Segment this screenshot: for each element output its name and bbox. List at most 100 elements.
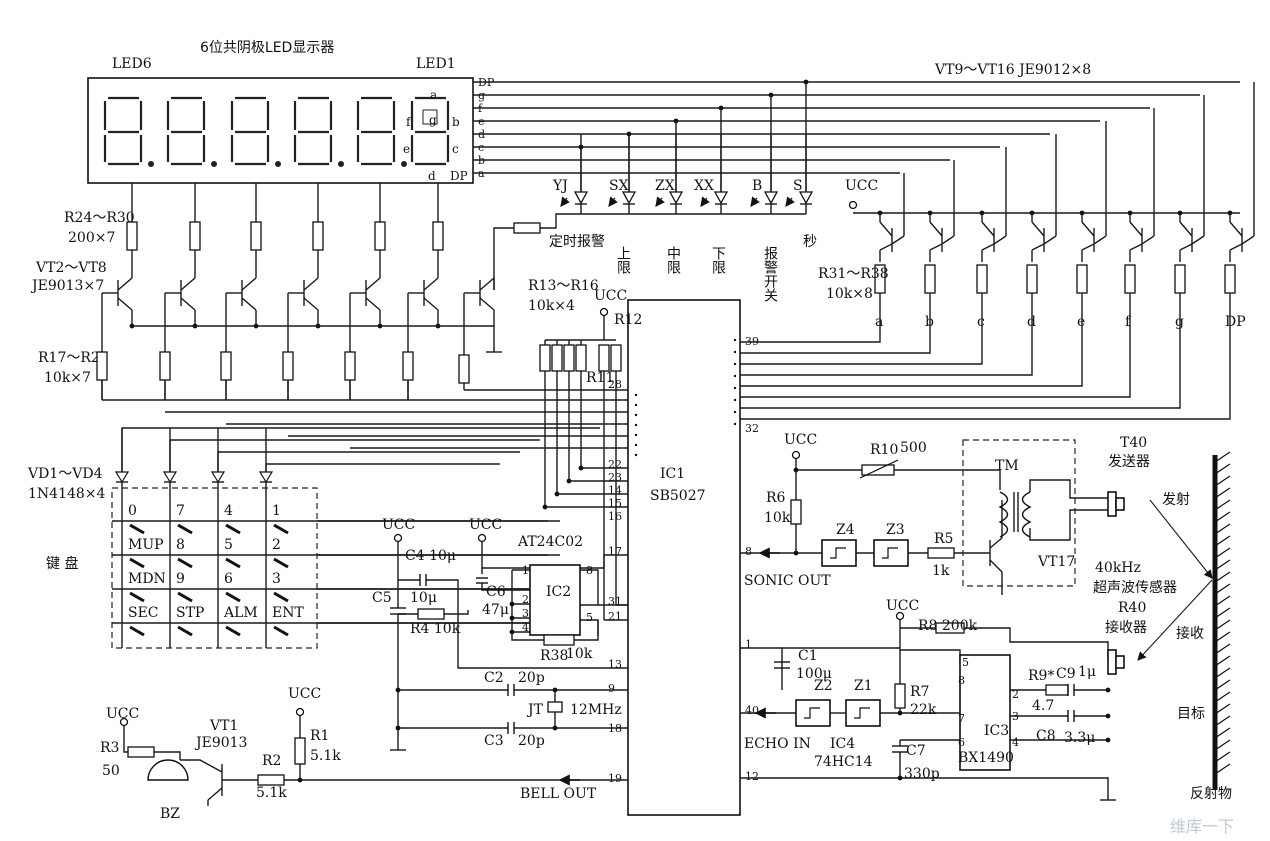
svg-text:IC3: IC3 [984,723,1009,739]
wire [241,297,257,311]
svg-text:74HC14: 74HC14 [814,754,873,770]
wire [1031,221,1045,237]
vt9-16-label: VT9～VT16 JE9012×8 [934,62,1091,78]
key-switch [129,557,145,569]
svg-text:C5: C5 [372,590,392,606]
wire [241,277,257,291]
pin-dot [733,386,737,390]
svg-text:C8: C8 [1036,728,1056,744]
svg-text:3: 3 [1012,710,1019,723]
wire [123,726,128,753]
watermark: 维库一下 [1170,817,1234,836]
wire [879,243,893,251]
wire [574,620,599,641]
svg-text:31: 31 [608,595,622,608]
seg-letter-dp: DP [450,169,468,183]
seg-letter-b: b [452,115,460,129]
resistor [250,221,262,251]
hatch-line [1214,727,1231,739]
key-label: 0 [128,503,137,519]
pnp-transistor [1026,134,1057,312]
key-label: 2 [272,537,281,553]
svg-text:AT24C02: AT24C02 [517,534,583,550]
svg-text:20p: 20p [518,733,545,749]
junction-dot [897,710,903,716]
hatch-line [1214,523,1231,535]
lower-labels: R13～R16 10k×4 UCC R12 R11 UCC UCC AT24C0… [100,278,1096,822]
resistor [1026,264,1038,294]
svg-text:16: 16 [608,510,622,523]
hysteresis-symbol [804,707,820,719]
seg-letter-a: a [430,88,437,102]
wire [1043,235,1057,245]
supply-terminal [791,450,801,460]
digit-driver-transistors [96,183,444,400]
resistor [257,774,285,786]
wire [481,542,628,569]
r40-label: R40 [1118,600,1146,616]
seg-letter-c: c [452,142,459,156]
freq-label: 40kHz [1095,560,1141,576]
key-switch [177,523,193,535]
hatch-line [1214,595,1231,607]
wire [479,297,495,311]
wire [891,235,905,245]
wire [1081,221,1095,237]
hatch-line [1214,691,1231,703]
key-label: SEC [128,605,159,621]
npn-transistor [159,183,201,400]
junction-dot [897,775,903,781]
wire [795,459,862,471]
svg-text:ZX: ZX [655,178,675,194]
key-switch [273,523,289,535]
svg-text:3: 3 [522,607,529,620]
ic1-name: IC1 [660,466,685,482]
hatch-line [1214,571,1231,583]
ucc-seg: UCC [845,178,878,194]
key-switch [273,557,289,569]
indicator-led [608,134,637,214]
svg-text:5.1k: 5.1k [256,785,287,801]
svg-text:Z4: Z4 [836,522,855,538]
key-switch [225,557,241,569]
key-label: MUP [128,537,164,553]
svg-text:8: 8 [745,545,752,558]
svg-text:2: 2 [1012,688,1019,701]
tm-label: TM [995,458,1019,474]
hatch-line [1214,487,1231,499]
wire [993,235,1007,245]
display-title: 6位共阴极LED显示器 [200,40,334,56]
reflector-label: 反射物 [1190,786,1232,802]
wire [180,297,196,311]
svg-text:Z2: Z2 [814,678,833,694]
pin-dot [634,433,638,437]
svg-text:9: 9 [608,682,615,695]
pin-dot [634,443,638,447]
wire [207,787,223,801]
svg-text:JE9013: JE9013 [194,735,247,751]
pnp-transistor [1174,95,1205,312]
svg-text:12MHz: 12MHz [570,702,622,718]
pnp-transistor [1124,108,1155,312]
keyboard-label: 键 盘 [46,555,78,572]
hatch-line [1214,547,1231,559]
led-digit [410,96,450,166]
hatch-line [1214,679,1231,691]
pin-dot [733,398,737,402]
resistor [344,351,356,381]
resistor [159,351,171,381]
svg-text:20p: 20p [518,670,545,686]
hatch-line [1214,559,1231,571]
led1-label: LED1 [416,56,456,72]
light-arrow [608,196,618,207]
svg-text:R12: R12 [614,312,642,328]
svg-text:1: 1 [745,638,752,651]
wire [964,627,1109,660]
wire [1031,243,1045,251]
r17-23-value: 10k×7 [44,370,91,386]
svg-text:C7: C7 [906,743,926,759]
svg-text:2: 2 [522,593,529,606]
svg-text:SONIC OUT: SONIC OUT [744,573,831,589]
svg-text:10μ: 10μ [410,590,437,606]
